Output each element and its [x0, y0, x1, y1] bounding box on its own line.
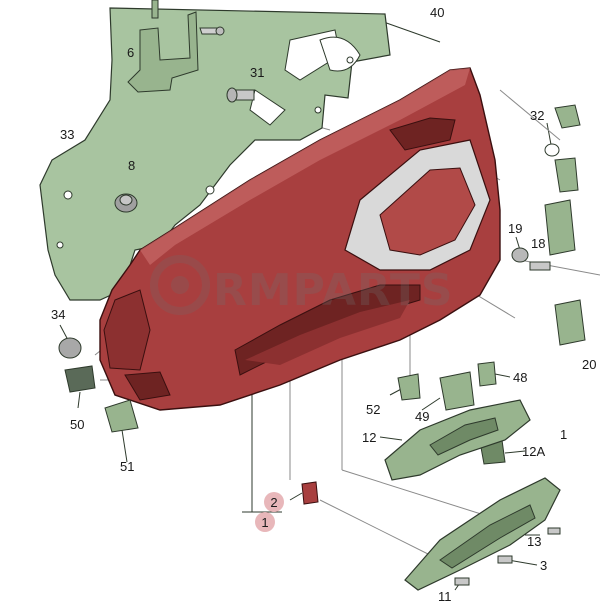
callout-51: 51	[120, 459, 135, 474]
clip-part-2	[301, 481, 319, 505]
callout-40: 40	[430, 5, 445, 20]
bracket-part	[127, 11, 199, 93]
callout-11: 11	[438, 589, 452, 604]
callout-1: 1	[255, 512, 275, 532]
callout-49: 49	[415, 409, 430, 424]
watermark-gear-icon	[150, 255, 210, 315]
watermark-text: RMPARTS	[213, 265, 454, 316]
callout-2: 2	[264, 492, 284, 512]
switch-52	[397, 373, 421, 401]
callout-18: 18	[531, 236, 546, 251]
door-trim-panel	[99, 67, 501, 411]
callout-1-partial: 1	[560, 427, 568, 442]
switch-48	[477, 361, 497, 387]
callout-33: 33	[60, 127, 75, 142]
callout-20: 20	[582, 357, 597, 372]
callout-52: 52	[366, 402, 381, 417]
callout-3: 3	[540, 558, 548, 573]
callout-19: 19	[508, 221, 523, 236]
callout-31: 31	[250, 65, 265, 80]
switch-49	[439, 371, 475, 411]
callout-32: 32	[530, 108, 545, 123]
callout-12a: 12A	[522, 444, 546, 459]
callout-50: 50	[70, 417, 85, 432]
callout-8: 8	[128, 158, 136, 173]
callout-6: 6	[127, 45, 135, 60]
callout-34: 34	[51, 307, 66, 322]
callout-48: 48	[513, 370, 528, 385]
callout-13: 13	[527, 534, 542, 549]
callout-12: 12	[362, 430, 377, 445]
